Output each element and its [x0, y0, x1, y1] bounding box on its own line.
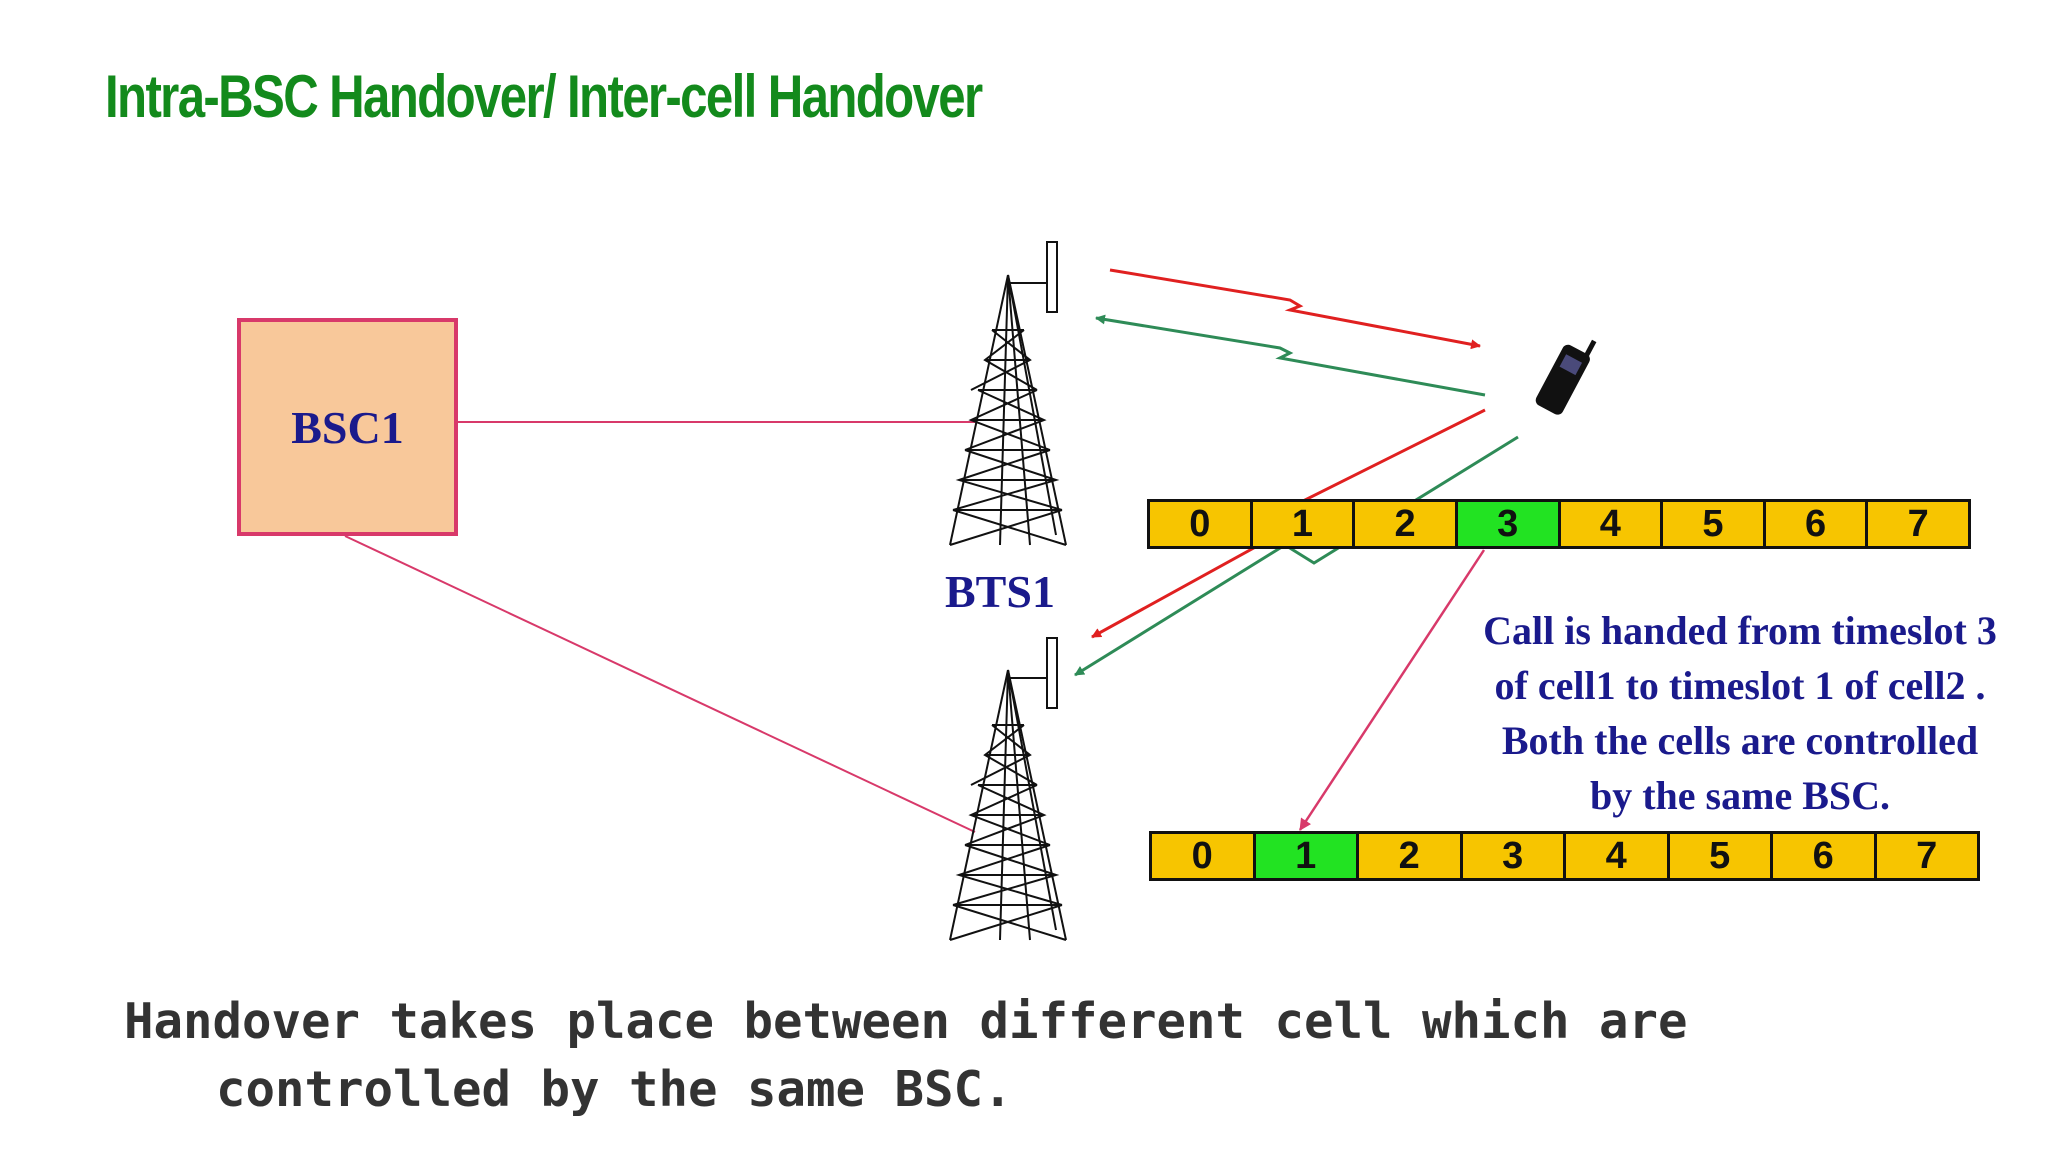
caption-line: Call is handed from timeslot 3 — [1483, 608, 1997, 653]
timeslot-cell: 6 — [1765, 502, 1869, 546]
timeslot-cell: 5 — [1663, 502, 1766, 546]
footer-line: controlled by the same BSC. — [216, 1061, 1013, 1118]
timeslot-cell: 2 — [1355, 502, 1458, 546]
timeslot-cell: 7 — [1868, 502, 1968, 546]
handover-arrow — [1298, 549, 1486, 831]
timeslot-cell: 0 — [1152, 834, 1256, 878]
antenna-icon — [1046, 241, 1058, 313]
mobile-phone-icon — [1535, 339, 1597, 415]
cell2-timeslot-row: 0 1 2 3 4 5 6 7 — [1149, 831, 1980, 881]
caption-line: of cell1 to timeslot 1 of cell2 . — [1494, 663, 1986, 708]
footer-description: Handover takes place between different c… — [124, 988, 1984, 1124]
timeslot-cell: 1 — [1252, 502, 1356, 546]
timeslot-cell: 7 — [1876, 834, 1977, 878]
footer-line: Handover takes place between different c… — [124, 993, 1688, 1050]
downlink-arrow-bts1 — [1109, 268, 1481, 350]
cell1-timeslot-row: 0 1 2 3 4 5 6 7 — [1147, 499, 1971, 549]
timeslot-cell: 5 — [1669, 834, 1773, 878]
timeslot-cell: 3 — [1462, 834, 1566, 878]
handover-caption: Call is handed from timeslot 3 of cell1 … — [1430, 603, 2048, 823]
timeslot-cell: 2 — [1359, 834, 1463, 878]
bsc-label: BSC1 — [291, 401, 404, 453]
bsc-bts2-link — [344, 535, 976, 833]
caption-line: by the same BSC. — [1589, 773, 1891, 818]
page-title: Intra-BSC Handover/ Inter-cell Handover — [105, 63, 983, 130]
timeslot-cell: 6 — [1773, 834, 1877, 878]
bsc-box: BSC1 — [237, 318, 458, 536]
tower-icon — [949, 637, 1067, 941]
timeslot-cell: 0 — [1150, 502, 1253, 546]
tower-icon — [949, 241, 1067, 546]
timeslot-cell: 3 — [1457, 502, 1561, 546]
timeslot-cell: 4 — [1566, 834, 1670, 878]
antenna-icon — [1046, 637, 1058, 709]
uplink-arrow-bts1 — [1095, 314, 1486, 397]
caption-line: Both the cells are controlled — [1501, 718, 1979, 763]
timeslot-cell: 4 — [1560, 502, 1664, 546]
timeslot-cell: 1 — [1255, 834, 1359, 878]
bts-label: BTS1 — [945, 566, 1055, 617]
